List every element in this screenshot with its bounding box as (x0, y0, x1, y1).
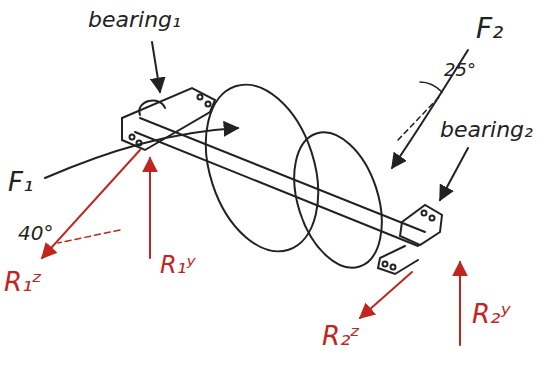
reaction-label: R₂ʸ (472, 300, 510, 329)
angle-reference (58, 230, 120, 243)
bolt-hole (198, 95, 203, 100)
bearing-housing (139, 101, 165, 115)
angle-label: 40° (18, 222, 53, 244)
part-label: bearing₁ (88, 8, 181, 32)
force-label: F₁ (8, 168, 33, 197)
reaction-arrow (459, 262, 461, 345)
bolt-hole (383, 262, 388, 267)
bearing-plate (400, 205, 442, 245)
force-label: F₂ (476, 14, 503, 45)
pulley (186, 70, 338, 266)
angle-arc (420, 82, 442, 92)
bolt-hole (206, 102, 211, 107)
bolt-hole (422, 211, 427, 216)
reaction-arrow (360, 272, 412, 318)
pulley (278, 121, 397, 279)
reaction-label: R₂ᶻ (322, 322, 360, 351)
reaction-label: R₁ʸ (160, 252, 195, 278)
reaction-arrow (149, 158, 151, 258)
reaction-label: R₁ᶻ (4, 268, 42, 297)
part-label: bearing₂ (440, 118, 533, 142)
reaction-arrow (42, 150, 140, 258)
bearing-plate (122, 88, 215, 150)
bolt-hole (130, 135, 135, 140)
leader-arrow (152, 42, 160, 92)
bolt-hole (430, 216, 435, 221)
leader-arrow (440, 148, 468, 200)
angle-reference (398, 96, 440, 140)
angle-label: 25° (444, 60, 476, 80)
force-arrow (45, 128, 238, 178)
bolt-hole (391, 265, 396, 270)
bearing-plate (378, 246, 418, 274)
